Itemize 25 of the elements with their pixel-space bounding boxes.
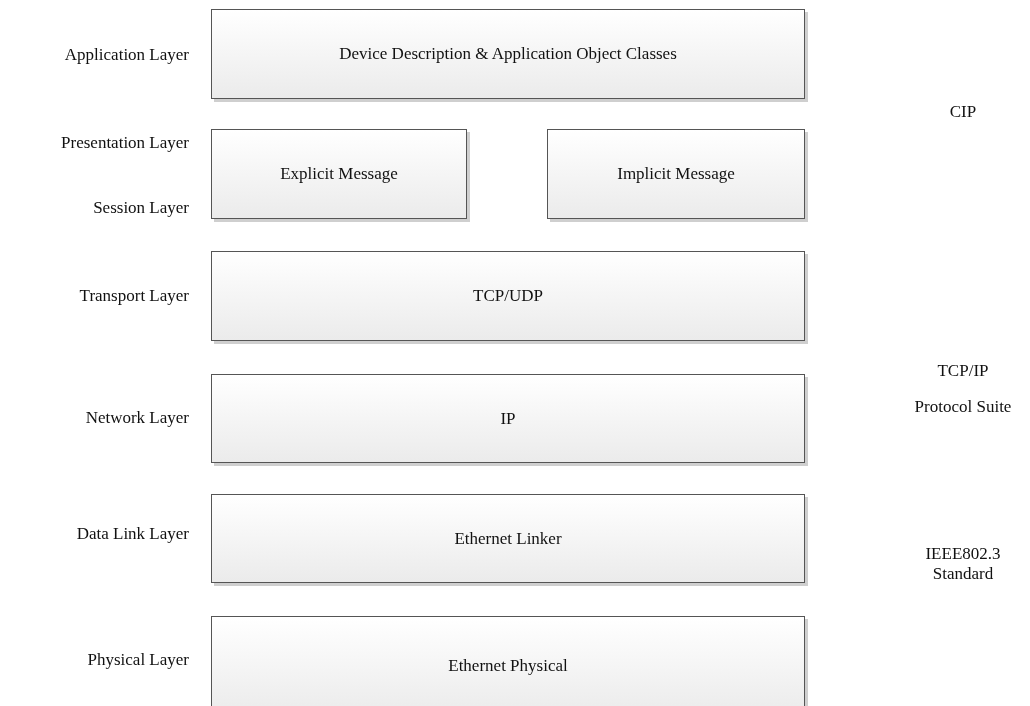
osi-layer-name: Presentation Layer	[61, 133, 189, 153]
osi-layer-name: Transport Layer	[79, 286, 189, 306]
layer-box	[211, 129, 467, 219]
layer-box	[211, 251, 805, 341]
layer-box	[211, 616, 805, 706]
layer-box	[547, 129, 805, 219]
osi-layer-name: Application Layer	[64, 45, 189, 65]
layer-label: TCP/UDP	[473, 286, 543, 306]
layer-label: Explicit Message	[280, 164, 398, 184]
osi-layer-name: Network Layer	[85, 408, 189, 428]
osi-layer-name: Physical Layer	[87, 650, 189, 670]
protocol-group-label: CIP	[949, 102, 977, 122]
layer-box	[211, 9, 805, 99]
layer-label: IP	[500, 408, 516, 429]
osi-layer-name: Session Layer	[93, 198, 189, 218]
layer-box	[211, 494, 805, 583]
osi-layer-name: Data Link Layer	[76, 524, 189, 544]
layer-label: Implicit Message	[617, 164, 735, 184]
layer-label: Ethernet Linker	[454, 528, 562, 549]
protocol-group-label: TCP/IP	[937, 361, 989, 381]
layer-label: Ethernet Physical	[448, 656, 568, 676]
layer-box	[211, 374, 805, 463]
protocol-group-label: Protocol Suite	[914, 397, 1012, 417]
protocol-group-label: IEEE802.3 Standard	[924, 544, 1002, 584]
layer-label: Device Description & Application Object Classes	[339, 44, 677, 64]
